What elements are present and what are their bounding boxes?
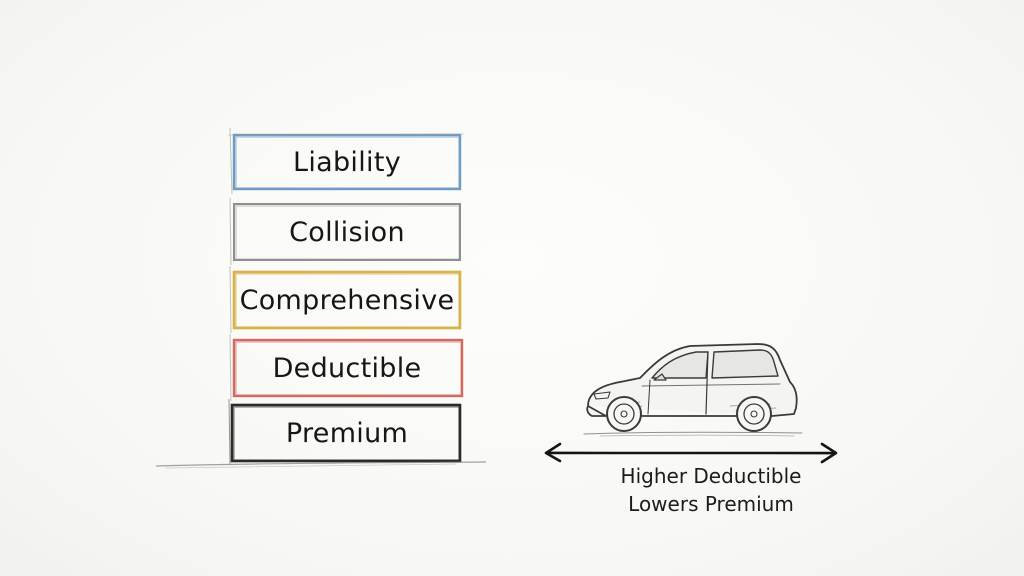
stack-label-liability: Liability <box>293 146 401 178</box>
block-frame <box>229 197 461 266</box>
stack-block-comprehensive: Comprehensive <box>228 265 466 334</box>
stack-label-collision: Collision <box>289 216 405 248</box>
stack-block-liability: Liability <box>227 127 466 195</box>
stack-block-deductible: Deductible <box>228 333 466 402</box>
block-frame <box>229 333 464 402</box>
ground-line <box>155 461 487 469</box>
stack-label-deductible: Deductible <box>272 352 422 384</box>
car-sketch-icon <box>583 343 803 437</box>
block-frame <box>228 398 462 466</box>
caption-line-2: Lowers Premium <box>628 492 794 516</box>
block-frame <box>229 265 462 334</box>
stack-label-premium: Premium <box>285 417 409 449</box>
caption-line-1: Higher Deductible <box>620 464 802 488</box>
stack-block-premium: Premium <box>228 398 466 466</box>
stack-block-collision: Collision <box>228 197 466 266</box>
stack-label-comprehensive: Comprehensive <box>239 284 455 316</box>
block-frame <box>227 127 465 195</box>
double-headed-arrow-icon <box>544 442 838 464</box>
relation-caption: Higher Deductible Lowers Premium <box>596 462 826 518</box>
